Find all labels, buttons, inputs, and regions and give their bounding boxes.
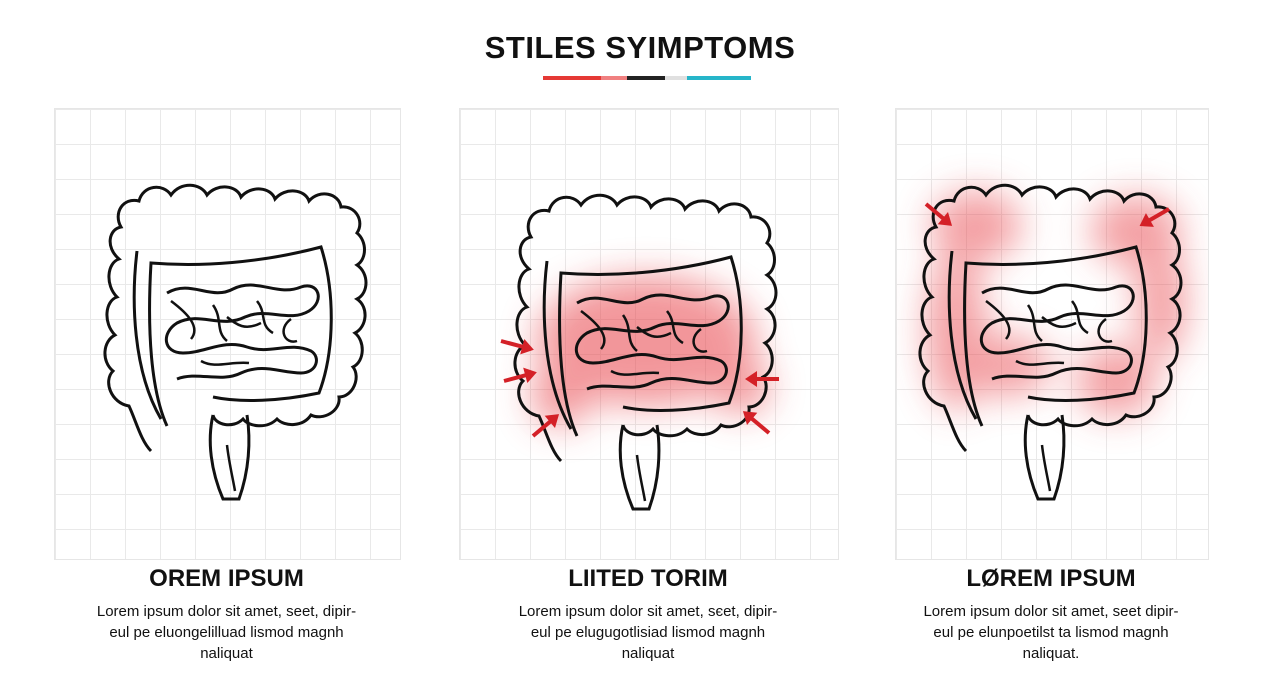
caption-line: naliquat xyxy=(621,645,675,662)
page-title: STILES SYIMPTOMS xyxy=(484,30,796,65)
title-accent-bar xyxy=(543,76,751,80)
caption-1: OREM IPSUM Lorem ipsum dolor sit amet, s… xyxy=(54,563,399,664)
caption-line: eul pe elugugotlisiad lismod magnh xyxy=(530,624,766,641)
accent-segment-red xyxy=(543,76,601,80)
caption-line: Lorem ipsum dolor sit amet, seet dipir- xyxy=(923,603,1179,620)
caption-heading: LIITED TORIM xyxy=(568,565,728,592)
caption-line: Lorem ipsum dolor sit amet, seet, dipir- xyxy=(96,603,357,620)
caption-line: Lorem ipsum dolor sit amet, sєet, dipir- xyxy=(518,603,778,620)
diagram-panel-healthy xyxy=(54,108,401,560)
caption-2: LIITED TORIM Lorem ipsum dolor sit amet,… xyxy=(459,563,837,664)
caption-text: Lorem ipsum dolor sit amet, sєet, dipir-… xyxy=(459,601,837,664)
caption-text: Lorem ipsum dolor sit amet, seet, dipir-… xyxy=(54,601,399,664)
caption-line: eul pe eluongelilluad lismod magnh xyxy=(109,624,344,641)
diagram-panel-small-intestine xyxy=(459,108,839,560)
inflamed-small-intestine-icon xyxy=(496,193,781,511)
accent-segment-pink xyxy=(601,76,627,80)
healthy-intestine-icon xyxy=(103,183,368,501)
accent-segment-cyan xyxy=(687,76,751,80)
caption-line: naliquat. xyxy=(1022,645,1080,662)
caption-line: naliquat xyxy=(200,645,253,662)
caption-3: LØREM IPSUM Lorem ipsum dolor sit amet, … xyxy=(895,563,1207,664)
diagram-panel-colon xyxy=(895,108,1209,560)
caption-text: Lorem ipsum dolor sit amet, seet dipir- … xyxy=(895,601,1207,664)
caption-line: eul pe elunpoetilst ta lismod magnh xyxy=(933,624,1169,641)
accent-segment-dark xyxy=(627,76,665,80)
accent-segment-grey xyxy=(665,76,687,80)
caption-heading: LØREM IPSUM xyxy=(966,565,1136,592)
caption-heading: OREM IPSUM xyxy=(149,565,304,592)
inflamed-colon-icon xyxy=(918,183,1186,501)
